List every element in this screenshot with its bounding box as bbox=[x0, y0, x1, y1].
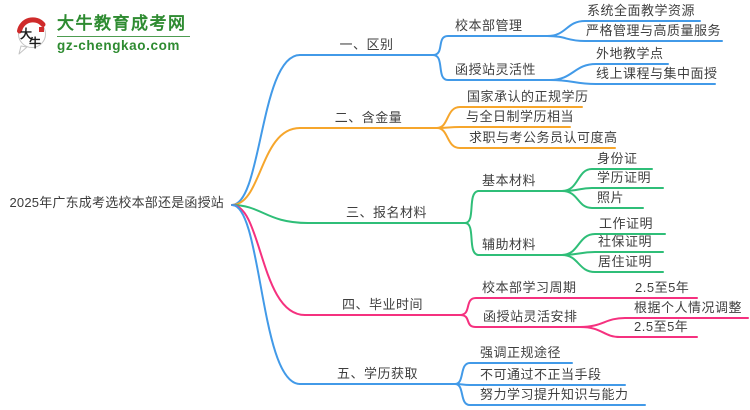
node-social-security-certificate: 社保证明 bbox=[598, 234, 653, 249]
node-systematic-teaching-resources: 系统全面教学资源 bbox=[587, 3, 696, 18]
node-id-card: 身份证 bbox=[597, 151, 638, 166]
node-work-certificate: 工作证明 bbox=[599, 216, 654, 231]
node-strict-management-service: 严格管理与高质量服务 bbox=[586, 23, 722, 38]
node-campus-management: 校本部管理 bbox=[455, 18, 523, 33]
node-auxiliary-materials: 辅助材料 bbox=[482, 237, 537, 252]
node-photo: 照片 bbox=[597, 190, 625, 205]
logo-divider bbox=[57, 36, 190, 37]
node-no-improper-means: 不可通过不正当手段 bbox=[480, 367, 602, 382]
node-basic-materials: 基本材料 bbox=[482, 173, 537, 188]
svg-text:大: 大 bbox=[20, 26, 32, 41]
node-offsite-teaching-points: 外地教学点 bbox=[596, 46, 664, 61]
svg-text:牛: 牛 bbox=[29, 35, 41, 50]
branch-degree-acquisition: 五、学历获取 bbox=[336, 366, 418, 381]
central-topic: 2025年广东成考选校本部还是函授站 bbox=[9, 195, 224, 210]
node-adjust-by-situation: 根据个人情况调整 bbox=[634, 300, 743, 315]
daniu-logo-icon: 大 牛 bbox=[17, 17, 46, 55]
node-online-courses-facetoface: 线上课程与集中面授 bbox=[596, 66, 718, 81]
site-logo: 大 牛 大牛教育成考网 gz-chengkao.com bbox=[14, 14, 190, 56]
node-study-hard-improve: 努力学习提升知识与能力 bbox=[480, 387, 629, 402]
branch-application-materials: 三、报名材料 bbox=[345, 205, 427, 220]
node-correspondence-flexible-schedule: 函授站灵活安排 bbox=[483, 309, 578, 324]
branch-difference: 一、区别 bbox=[339, 37, 394, 52]
branch-value: 二、含金量 bbox=[334, 110, 403, 125]
site-name: 大牛教育成考网 bbox=[57, 14, 187, 33]
site-url: gz-chengkao.com bbox=[57, 38, 181, 53]
node-education-certificate: 学历证明 bbox=[597, 170, 652, 185]
node-correspondence-flexibility: 函授站灵活性 bbox=[455, 62, 537, 77]
node-residence-certificate: 居住证明 bbox=[598, 254, 653, 269]
node-campus-study-period: 校本部学习周期 bbox=[482, 280, 577, 295]
node-state-recognized-degree: 国家承认的正规学历 bbox=[467, 89, 589, 104]
node-formal-channels: 强调正规途径 bbox=[480, 345, 562, 360]
node-job-civil-service-recognition: 求职与考公务员认可度高 bbox=[469, 130, 618, 145]
node-equivalent-fulltime: 与全日制学历相当 bbox=[466, 109, 575, 124]
branch-graduation-time: 四、毕业时间 bbox=[341, 297, 423, 312]
node-correspondence-years: 2.5至5年 bbox=[634, 319, 689, 334]
node-campus-years: 2.5至5年 bbox=[635, 280, 690, 295]
